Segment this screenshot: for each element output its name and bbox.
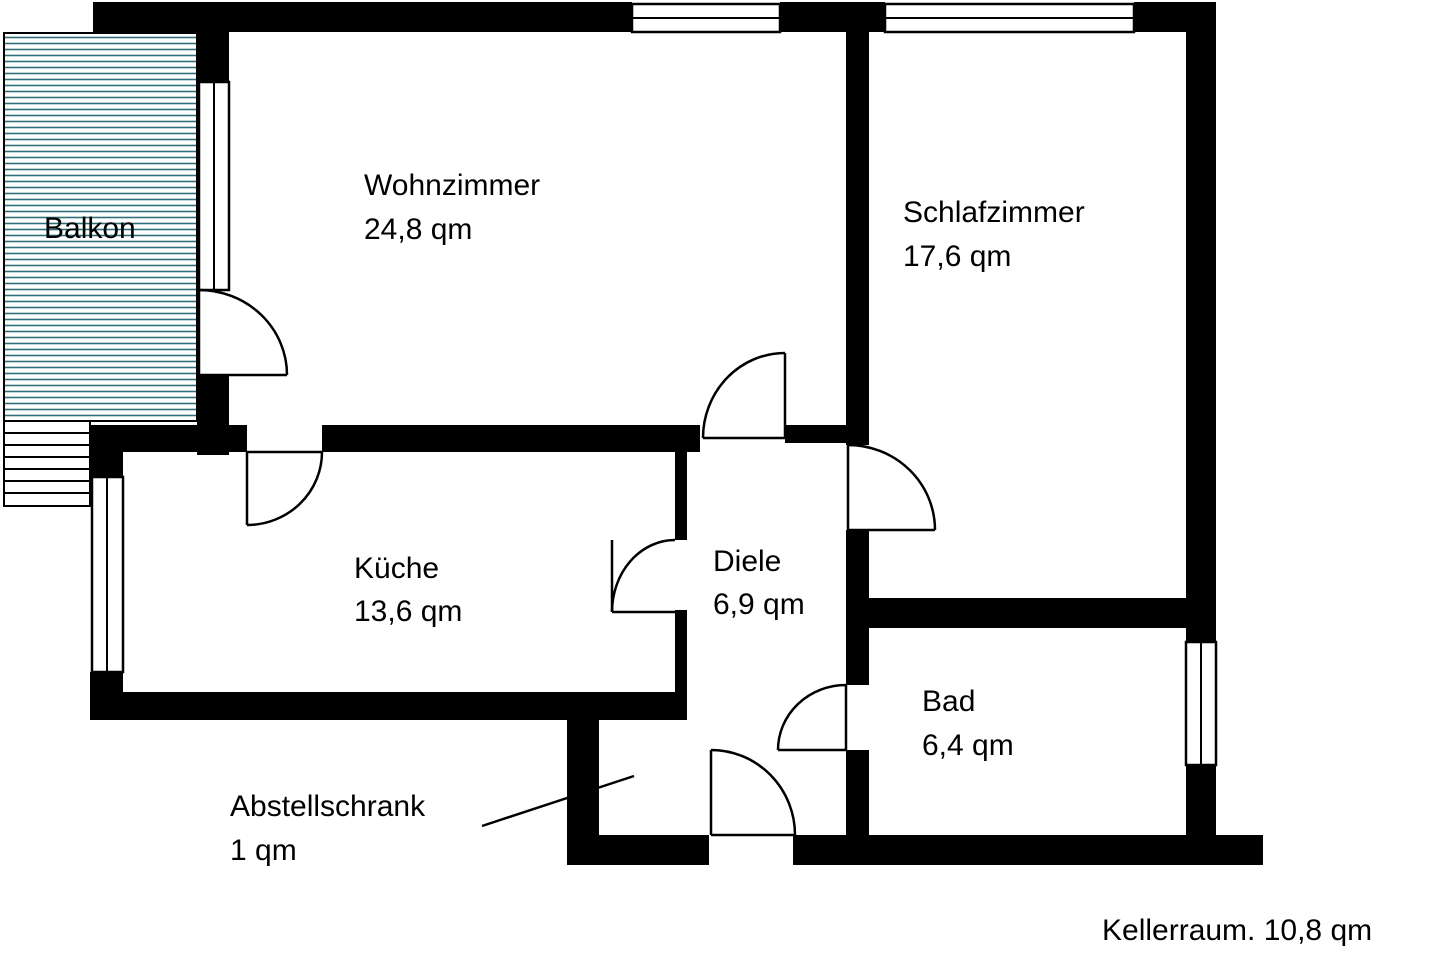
door-entrance (709, 748, 797, 837)
door-balcony (197, 288, 289, 377)
area-kueche: 13,6 qm (354, 595, 462, 628)
window-balcony-side (197, 80, 231, 292)
windows (90, 2, 1218, 767)
area-bad: 6,4 qm (922, 729, 1014, 762)
window-bad-right (1184, 640, 1218, 767)
walls (90, 2, 1263, 865)
label-schlafzimmer: Schlafzimmer (903, 196, 1085, 229)
door-wohnzimmer (701, 351, 787, 440)
door-kueche (245, 450, 324, 527)
door-schlafzimmer (846, 443, 937, 532)
label-balkon: Balkon (44, 212, 136, 245)
label-abstellschrank: Abstellschrank (230, 790, 426, 823)
window-kueche-left (90, 475, 125, 674)
label-wohnzimmer: Wohnzimmer (364, 169, 540, 202)
area-wohnzimmer: 24,8 qm (364, 213, 472, 246)
door-bad (776, 683, 848, 752)
area-schlafzimmer: 17,6 qm (903, 240, 1011, 273)
label-bad: Bad (922, 685, 975, 718)
window-schlafzimmer-top (883, 2, 1136, 34)
abstellschrank-pointer (481, 774, 635, 828)
label-kellerraum: Kellerraum. 10,8 qm (1102, 914, 1372, 947)
label-kueche: Küche (354, 552, 439, 585)
label-diele: Diele (713, 545, 781, 578)
balcony-steps (3, 420, 91, 507)
area-diele: 6,9 qm (713, 588, 805, 621)
doors (197, 288, 937, 837)
door-kueche-diele (610, 538, 676, 614)
area-abstellschrank: 1 qm (230, 834, 297, 867)
balcony (3, 32, 198, 507)
window-wohnzimmer-top (630, 2, 782, 34)
